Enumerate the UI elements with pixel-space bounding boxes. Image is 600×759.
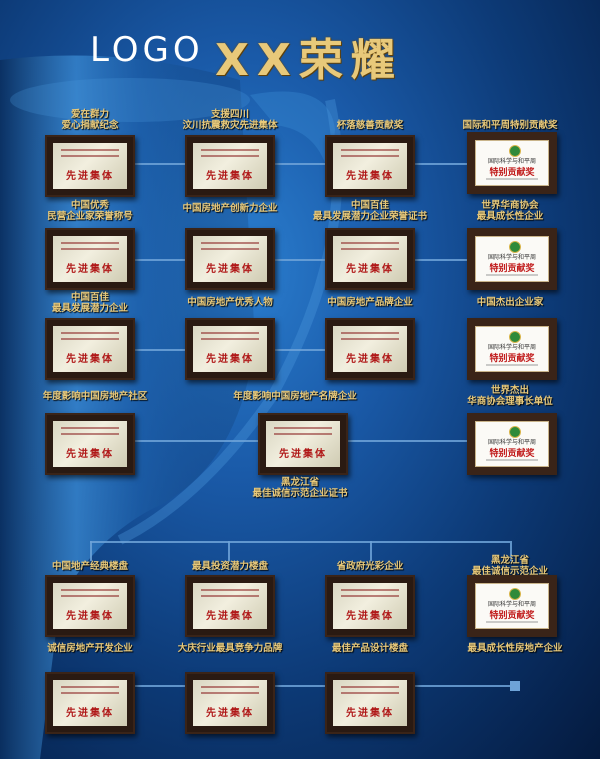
label-r4c4-a: 世界杰出 (490, 385, 529, 396)
award-plaque: 先进集体 (45, 318, 135, 380)
label-r5c4-b: 最佳诚信示范企业 (471, 566, 548, 577)
award-plaque: 先进集体 (185, 672, 275, 734)
award-plaque: 先进集体 (45, 672, 135, 734)
label-r5c4-a: 黑龙江省 (490, 555, 529, 566)
label-r5c3b: 最佳产品设计楼盘 (331, 643, 408, 654)
label-r1c1-b: 爱心捐献纪念 (61, 120, 119, 131)
label-r4c2: 年度影响中国房地产名牌企业 (233, 391, 357, 402)
connector-row5-drop3 (370, 541, 372, 561)
label-r5c2: 最具投资潜力楼盘 (191, 561, 268, 572)
award-plaque: 先进集体 (258, 413, 348, 475)
label-r1c1-a: 爱在群力 (70, 109, 109, 120)
label-r5c1: 中国地产经典楼盘 (51, 561, 128, 572)
award-certificate: 国际科学与和平周特别贡献奖 (467, 318, 557, 380)
connector-row1 (133, 163, 468, 165)
connector-row6 (133, 685, 513, 687)
award-plaque: 先进集体 (45, 228, 135, 290)
label-r4c4-b: 华商协会理事长单位 (467, 396, 553, 407)
award-plaque: 先进集体 (185, 575, 275, 637)
label-r5c1b: 诚信房地产开发企业 (47, 643, 133, 654)
label-r3c1-a: 中国百佳 (70, 292, 109, 303)
award-plaque: 先进集体 (325, 575, 415, 637)
connector-row5-drop4 (510, 541, 512, 561)
label-r5c3: 省政府光彩企业 (336, 561, 404, 572)
label-r2c1-b: 民营企业家荣誉称号 (47, 211, 133, 222)
connector-row2 (133, 259, 468, 261)
award-plaque: 先进集体 (185, 318, 275, 380)
award-certificate: 国际科学与和平周特别贡献奖 (467, 132, 557, 194)
award-plaque: 先进集体 (325, 672, 415, 734)
award-plaque: 先进集体 (325, 135, 415, 197)
label-r5c2b: 大庆行业最具竞争力品牌 (177, 643, 283, 654)
label-r5c4b: 最具成长性房地产企业 (467, 643, 563, 654)
label-r3c2: 中国房地产优秀人物 (187, 297, 273, 308)
label-r3c3: 中国房地产品牌企业 (327, 297, 413, 308)
award-plaque: 先进集体 (325, 318, 415, 380)
connector-row5-drop1 (90, 541, 92, 561)
label-r2c2: 中国房地产创新力企业 (182, 203, 278, 214)
label-r1c3: 杯落慈善贡献奖 (336, 120, 404, 131)
award-plaque: 先进集体 (325, 228, 415, 290)
logo-text: LOGO (90, 30, 204, 70)
award-certificate: 国际科学与和平周特别贡献奖 (467, 413, 557, 475)
label-r4c2b-a: 黑龙江省 (280, 477, 319, 488)
label-r1c4: 国际和平周特别贡献奖 (462, 120, 558, 131)
label-r2c1-a: 中国优秀 (70, 200, 109, 211)
label-r4c2b-b: 最佳诚信示范企业证书 (252, 488, 348, 499)
label-r2c3-a: 中国百佳 (350, 200, 389, 211)
connector-row5-drop2 (228, 541, 230, 561)
award-certificate: 国际科学与和平周特别贡献奖 (467, 228, 557, 290)
label-r2c3-b: 最具发展潜力企业荣誉证书 (312, 211, 427, 222)
label-r1c2-b: 汶川抗震救灾先进集体 (182, 120, 278, 131)
award-plaque: 先进集体 (45, 575, 135, 637)
header: LOGO XX荣耀 (0, 0, 600, 90)
label-r2c4-a: 世界华商协会 (481, 200, 539, 211)
label-r3c1-b: 最具发展潜力企业 (51, 303, 128, 314)
label-r4c1: 年度影响中国房地产社区 (42, 391, 148, 402)
label-r2c4-b: 最具成长性企业 (476, 211, 544, 222)
award-plaque: 先进集体 (185, 135, 275, 197)
label-r1c2-a: 支援四川 (210, 109, 249, 120)
award-plaque: 先进集体 (45, 135, 135, 197)
page-title: XX荣耀 (215, 35, 403, 86)
connector-end-marker (510, 681, 520, 691)
award-certificate: 国际科学与和平周特别贡献奖 (467, 575, 557, 637)
connector-row5-top (90, 541, 510, 543)
award-plaque: 先进集体 (45, 413, 135, 475)
label-r3c4: 中国杰出企业家 (476, 297, 544, 308)
award-plaque: 先进集体 (185, 228, 275, 290)
